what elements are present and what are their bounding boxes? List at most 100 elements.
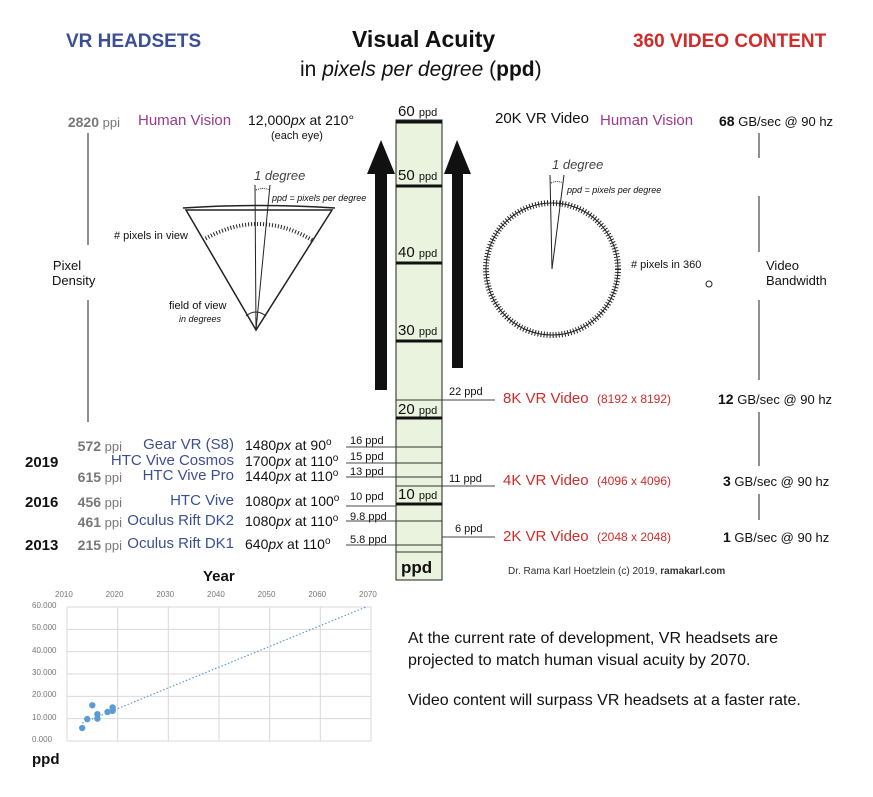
headset-name: Gear VR (S8): [143, 436, 234, 453]
chart-point: [84, 715, 91, 723]
note-line-2: projected to match human visual acuity b…: [408, 652, 751, 669]
scale-tick-50: 50 ppd: [398, 167, 438, 184]
headset-name: Oculus Rift DK1: [127, 535, 234, 552]
chart-x-tick: 2010: [55, 590, 73, 599]
pixels-in-view-label: # pixels in view: [114, 230, 188, 242]
headset-year: 2016: [25, 494, 59, 511]
human-bandwidth: 68 GB/sec @ 90 hz: [719, 113, 834, 129]
video-4k-ppd: 11 ppd: [449, 473, 482, 485]
chart-x-tick: 2060: [308, 590, 327, 599]
chart-y-axis-title: ppd: [32, 751, 60, 768]
scale-label: ppd: [401, 558, 433, 577]
chart-point: [109, 707, 116, 715]
headset-ppi: 572 ppi: [77, 438, 122, 454]
human-ppi: 2820 ppi: [67, 114, 120, 130]
ppd-scale-minor-ticks: [396, 399, 442, 553]
chart-x-axis-title: Year: [203, 568, 235, 585]
chart-y-tick: 60.000: [32, 601, 57, 610]
video-8k-ppd: 22 ppd: [449, 386, 483, 398]
note-line-1: At the current rate of development, VR h…: [408, 630, 778, 647]
human-res-note: (each eye): [271, 130, 323, 142]
headset-ppd: 5.8 ppd: [350, 534, 387, 546]
video-4k-bandwidth: 3 GB/sec @ 90 hz: [723, 473, 830, 489]
headset-resolution: 1080px at 110o: [245, 513, 339, 529]
chart-x-tick: 2020: [105, 590, 124, 599]
human-resolution: 12,000px at 210°: [248, 112, 355, 128]
video-8k-label: 8K VR Video (8192 x 8192): [503, 390, 672, 407]
headset-year: 2013: [25, 537, 59, 554]
chart-y-tick: 30.000: [32, 668, 57, 677]
headset-ppd: 16 ppd: [350, 435, 384, 447]
headset-name: HTC Vive Pro: [142, 467, 234, 484]
headset-resolution: 1700px at 110o: [245, 453, 339, 469]
headset-resolution: 1080px at 100o: [245, 493, 340, 509]
headset-ppi: 215 ppi: [77, 537, 122, 553]
video-content-title: 360 VIDEO CONTENT: [633, 31, 827, 52]
up-arrow-left: [367, 140, 395, 390]
headset-ppi: 456 ppi: [77, 494, 122, 510]
fov-ppd-definition: ppd = pixels per degree: [272, 193, 367, 203]
video-360-diagram: [483, 174, 713, 338]
fov-one-degree-label: 1 degree: [254, 168, 306, 183]
chart-x-tick: 2030: [156, 590, 175, 599]
headset-resolution: 1480px at 90o: [245, 437, 332, 453]
chart-point: [94, 715, 101, 722]
chart-point: [89, 702, 96, 709]
credit-text: Dr. Rama Karl Hoetzlein (c) 2019, ramaka…: [508, 566, 726, 577]
headset-year: 2019: [25, 454, 59, 471]
field-of-view-diagram: [182, 184, 336, 332]
video-one-degree-label: 1 degree: [552, 157, 604, 172]
chart-point: [79, 724, 86, 732]
scale-tick-30: 30 ppd: [398, 322, 438, 339]
video-2k-bandwidth: 1 GB/sec @ 90 hz: [723, 529, 830, 545]
scale-tick-10: 10 ppd: [398, 486, 438, 503]
headset-name: Oculus Rift DK2: [127, 512, 234, 529]
scale-tick-40: 40 ppd: [398, 244, 438, 261]
chart-y-tick: 10.000: [32, 712, 57, 722]
video-human-vision-label: Human Vision: [600, 112, 694, 129]
ppd-scale-column: [395, 119, 443, 581]
chart-point: [104, 708, 111, 716]
human-vision-label: Human Vision: [138, 112, 232, 129]
up-arrow-right: [444, 140, 471, 368]
chart-y-tick: 20.000: [32, 690, 57, 700]
trend-chart: [66, 606, 372, 742]
chart-point: [94, 711, 101, 718]
video-8k-bandwidth: 12 GB/sec @ 90 hz: [718, 391, 833, 407]
vr-headsets-title: VR HEADSETS: [66, 31, 202, 52]
headset-ppd: 10 ppd: [350, 491, 384, 503]
chart-y-tick: 0.000: [32, 735, 53, 744]
headset-ppi: 461 ppi: [77, 514, 122, 530]
ppd-scale-major-ticks: [396, 120, 442, 506]
video-4k-label: 4K VR Video (4096 x 4096): [503, 472, 672, 489]
note-line-3: Video content will surpass VR headsets a…: [408, 692, 801, 709]
headset-ppi: 615 ppi: [77, 469, 122, 485]
in-degrees-label: in degrees: [179, 314, 222, 324]
scale-tick-60: 60 ppd: [398, 103, 438, 120]
headset-resolution: 640px at 110o: [245, 536, 331, 552]
chart-y-tick: 50.000: [32, 623, 57, 633]
chart-trendline: [81, 606, 367, 724]
page-title: Visual Acuity: [352, 26, 496, 52]
chart-y-tick: 40.000: [32, 645, 57, 655]
field-of-view-label: field of view: [169, 300, 227, 312]
scale-tick-20: 20 ppd: [398, 401, 438, 418]
headset-name: HTC Vive Cosmos: [110, 452, 234, 469]
headset-ppd: 15 ppd: [350, 451, 384, 463]
headset-leader-lines: [346, 446, 396, 546]
video-2k-ppd: 6 ppd: [455, 523, 483, 535]
chart-x-tick: 2070: [359, 590, 377, 599]
video-20k-label: 20K VR Video: [495, 110, 589, 127]
headset-resolution: 1440px at 110o: [245, 468, 339, 484]
headset-ppd: 9.8 ppd: [350, 511, 387, 523]
video-leader-lines: [442, 399, 495, 538]
video-ppd-definition: ppd = pixels per degree: [567, 185, 662, 195]
chart-x-tick: 2050: [257, 590, 276, 599]
headset-ppd: 13 ppd: [350, 466, 384, 478]
video-2k-label: 2K VR Video (2048 x 2048): [503, 528, 672, 545]
chart-x-tick: 2040: [207, 590, 225, 599]
pixels-in-360-label: # pixels in 360: [631, 259, 702, 271]
